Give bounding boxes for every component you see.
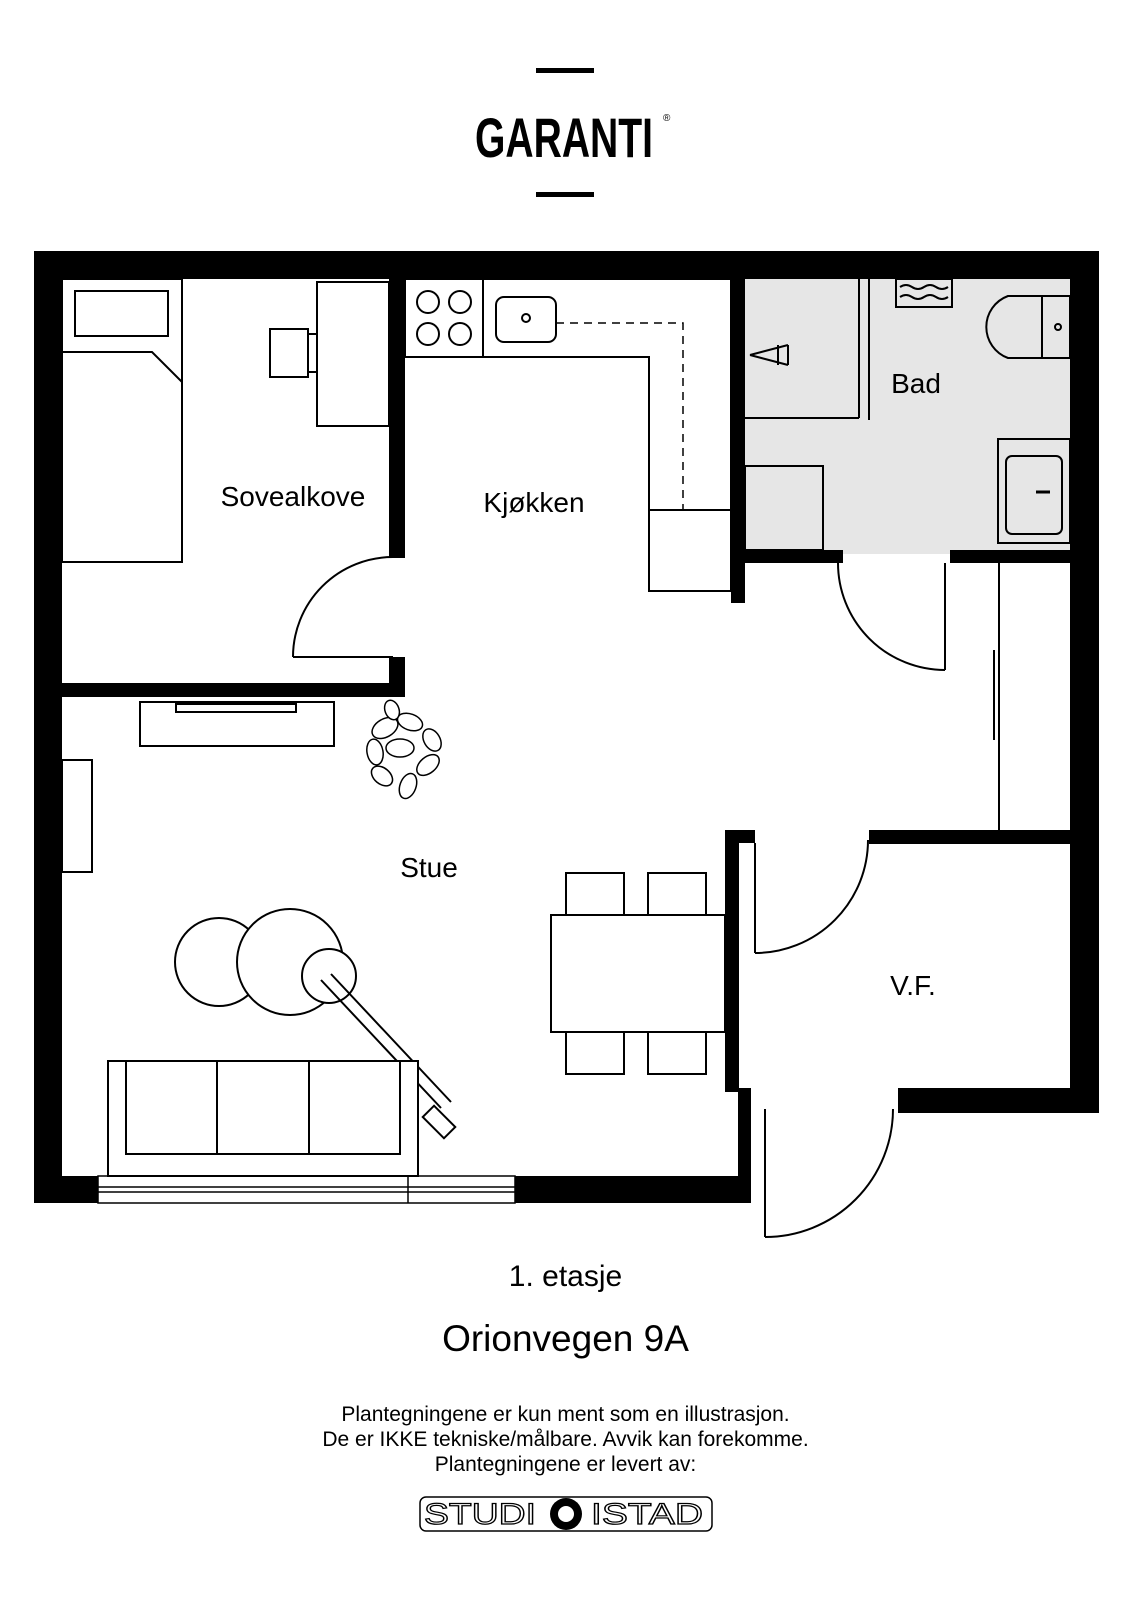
producer-logo-left: STUDI	[424, 1498, 536, 1531]
disclaimer-line-2: De er IKKE tekniske/målbare. Avvik kan f…	[322, 1428, 809, 1451]
burner	[416, 290, 440, 314]
producer-logo-aperture-center	[558, 1506, 574, 1522]
wall-bath-bottom-left	[731, 550, 843, 563]
logo-bottom-bar	[536, 192, 594, 197]
towel-rail-bars	[899, 284, 949, 300]
kitchen-counter	[404, 278, 732, 592]
stove	[404, 278, 484, 358]
desk-chair	[269, 328, 309, 378]
plant	[366, 699, 442, 800]
outer-wall-bottom-mid	[515, 1176, 751, 1203]
sink-drain	[521, 313, 531, 323]
dining-table	[550, 914, 726, 1033]
chair-top-left	[565, 872, 625, 916]
burner	[448, 290, 472, 314]
floor-lamp-base	[421, 1104, 457, 1140]
wall-bath-jamb	[731, 550, 745, 603]
bedroom-furniture	[61, 278, 390, 563]
door-swing-bathroom	[837, 562, 946, 671]
garanti-logo: GARANTI ®	[475, 68, 671, 197]
toilet-tank	[1041, 295, 1071, 359]
floor-label: 1. etasje	[508, 1260, 623, 1293]
address-title: Orionvegen 9A	[442, 1318, 689, 1359]
bathroom-fixtures	[744, 278, 1071, 551]
wall-bath-bottom-right	[950, 550, 1070, 563]
disclaimer-line-3: Plantegningene er levert av:	[434, 1453, 697, 1476]
shower-head	[749, 344, 789, 366]
burner	[416, 322, 440, 346]
door-swing-entrance	[764, 1108, 894, 1238]
floor-lamp-arm	[320, 973, 452, 1109]
bathroom-floor	[742, 278, 1070, 554]
sofa-seat	[125, 1060, 401, 1155]
living-room-furniture	[61, 701, 726, 1177]
heated-towel-rail	[895, 278, 953, 308]
room-label-bad: Bad	[891, 368, 941, 399]
upper-cabinets	[556, 322, 684, 510]
desk	[316, 281, 390, 427]
wall-vf-top	[869, 830, 1070, 844]
floor-lamp-shade	[301, 948, 357, 1004]
disclaimer-line-1: Plantegningene er kun ment som en illust…	[341, 1403, 790, 1426]
producer-logo-right: ISTAD	[591, 1498, 703, 1531]
chair-top-right	[647, 872, 707, 916]
outer-wall-vf-bottom	[898, 1088, 1099, 1113]
washing-machine	[744, 465, 824, 551]
room-label-sovealkove: Sovealkove	[221, 481, 366, 512]
outer-wall-bottom-left	[34, 1176, 98, 1203]
outer-wall-right	[1070, 251, 1099, 1113]
wall-alcove-jamb	[389, 657, 405, 697]
chair-bottom-right	[647, 1031, 707, 1075]
room-label-vf: V.F.	[890, 970, 936, 1001]
wall-stue-vf	[725, 830, 739, 1092]
room-label-kjokken: Kjøkken	[483, 487, 584, 518]
outer-wall-top	[34, 251, 1099, 279]
tv	[175, 703, 297, 713]
chair-bottom-left	[565, 1031, 625, 1075]
entrance-jamb-left	[738, 1088, 751, 1203]
brand-registered-mark: ®	[663, 113, 671, 124]
washbasin	[1005, 455, 1063, 535]
shelf	[61, 759, 93, 873]
walls	[34, 251, 1099, 1203]
brand-name: GARANTI	[475, 106, 653, 169]
flush-button	[1054, 323, 1062, 331]
wall-kitchen-bath	[731, 279, 745, 550]
vanity	[997, 438, 1071, 544]
doors	[292, 556, 946, 1238]
outer-wall-left	[34, 251, 62, 1203]
desk-chair-back	[307, 333, 318, 373]
wall-alcove-kitchen	[389, 279, 405, 558]
window-bottom	[97, 1175, 516, 1204]
toilet-bowl	[985, 295, 1042, 359]
wardrobe	[993, 563, 1000, 830]
door-swing-alcove	[292, 556, 394, 658]
logo-top-bar	[536, 68, 594, 73]
door-swing-vf	[754, 839, 869, 954]
pillow	[74, 290, 169, 337]
room-label-stue: Stue	[400, 852, 458, 883]
burner	[448, 322, 472, 346]
duvet-fold	[62, 351, 183, 383]
studio-istad-logo: STUDI ISTAD	[419, 1496, 713, 1532]
wall-alcove-bottom	[62, 683, 397, 697]
